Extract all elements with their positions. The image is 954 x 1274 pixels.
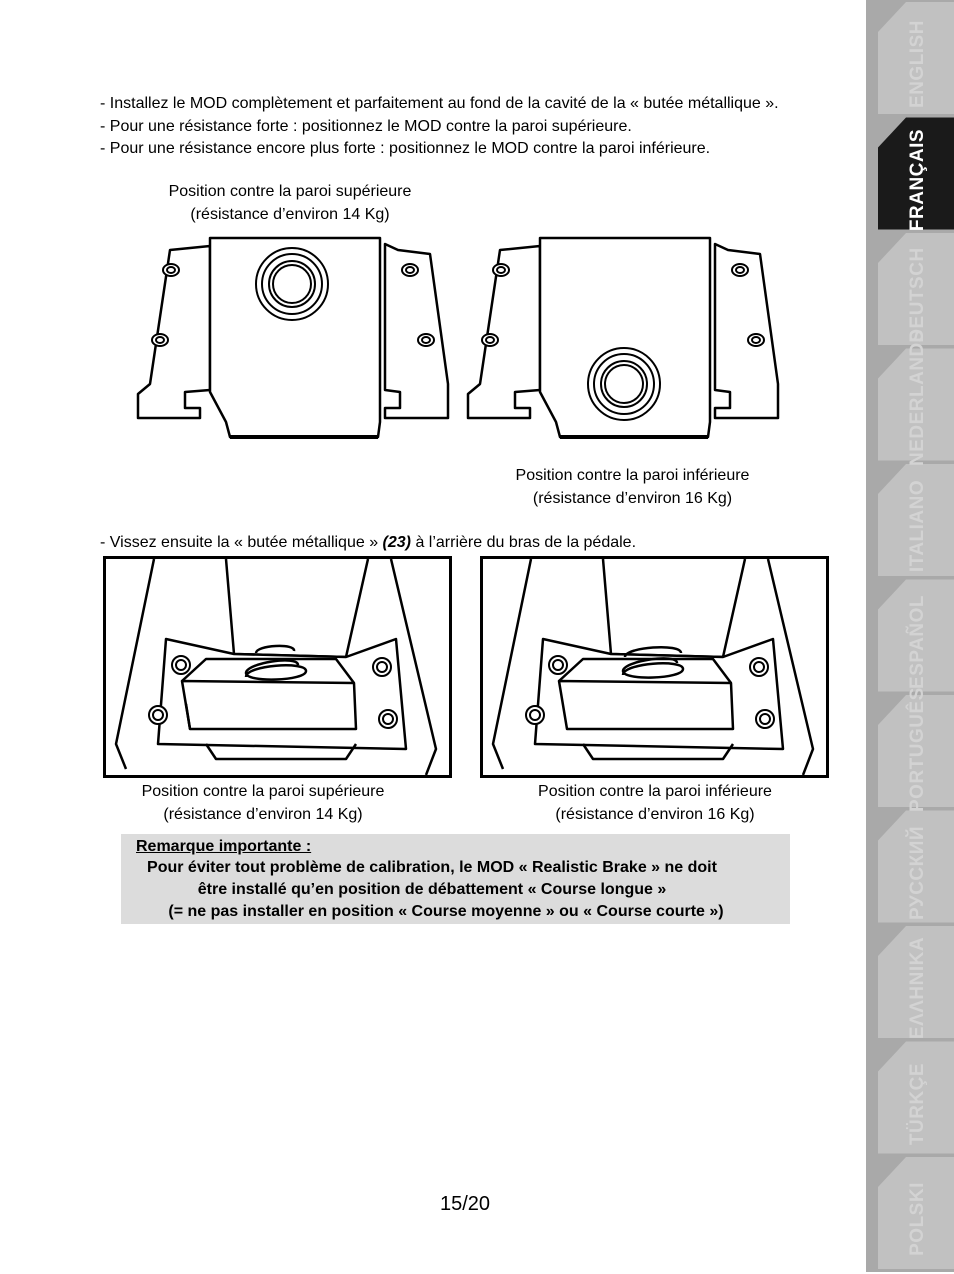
tab-shape: [878, 233, 954, 345]
tab-shape: [878, 1041, 954, 1154]
instruction-line: - Installez le MOD complètement et parfa…: [100, 95, 779, 112]
tab-shape: [878, 810, 954, 923]
caption-line: (résistance d’environ 16 Kg): [555, 806, 755, 823]
instruction-line: - Pour une résistance encore plus forte …: [100, 140, 711, 157]
tab-türkçe[interactable]: TÜRKÇE: [907, 1062, 928, 1145]
caption-line: (résistance d’environ 14 Kg): [163, 806, 363, 823]
tab-nederlands[interactable]: NEDERLANDS: [907, 328, 928, 466]
tab-español[interactable]: ESPAÑOL: [907, 594, 928, 689]
tab-shape: [878, 579, 954, 692]
tab-shape: [878, 926, 954, 1038]
tab-français[interactable]: FRANÇAIS: [907, 128, 928, 231]
tab-shape: [878, 1157, 954, 1269]
photo-upper-position: [103, 556, 452, 778]
caption-photo-lower: Position contre la paroi inférieure (rés…: [527, 780, 783, 826]
tab-italiano[interactable]: ITALIANO: [907, 479, 928, 573]
caption-line: Position contre la paroi inférieure: [515, 467, 750, 484]
photo-lower-position: [480, 556, 829, 778]
remark-line: (= ne pas installer en position « Course…: [168, 903, 724, 920]
instruction-line: - Pour une résistance forte : positionne…: [100, 117, 632, 135]
remark-line: être installé qu’en position de débattem…: [197, 881, 667, 898]
caption-line: (résistance d’environ 14 Kg): [190, 206, 390, 223]
tab-shape: [878, 464, 954, 576]
caption-line: Position contre la paroi inférieure: [538, 783, 772, 800]
tab-strip-shapes: [866, 0, 954, 1272]
tab-shape: [878, 117, 954, 230]
tab-shape: [878, 348, 954, 461]
tab-português[interactable]: PORTUGUÊS: [907, 687, 928, 812]
caption-line: (résistance d’environ 16 Kg): [532, 490, 733, 507]
caption-line: Position contre la paroi supérieure: [168, 183, 412, 200]
remark-title: Remarque importante :: [136, 838, 312, 855]
caption-photo-upper: Position contre la paroi supérieure (rés…: [133, 780, 393, 826]
bracket-diagram-upper: [136, 236, 450, 439]
vissez-text: à l’arrière du bras de la pédale.: [411, 534, 637, 551]
instructions: - Installez le MOD complètement et parfa…: [100, 93, 779, 161]
tab-english[interactable]: ENGLISH: [907, 20, 928, 108]
page-number: 15/20: [440, 1193, 491, 1215]
caption-lower-position: Position contre la paroi inférieure (rés…: [505, 464, 760, 510]
caption-line: Position contre la paroi supérieure: [141, 783, 385, 800]
tab-русский[interactable]: РУССКИЙ: [907, 825, 928, 920]
part-reference: (23): [382, 534, 411, 551]
caption-upper-position: Position contre la paroi supérieure (rés…: [160, 180, 420, 226]
tab-shape: [878, 695, 954, 807]
important-remark: Remarque importante : Pour éviter tout p…: [121, 834, 790, 924]
vissez-instruction: - Vissez ensuite la « butée métallique »…: [100, 532, 636, 554]
remark-line: Pour éviter tout problème de calibration…: [147, 859, 717, 876]
bracket-diagram-lower: [466, 236, 780, 439]
vissez-text: - Vissez ensuite la « butée métallique »: [100, 534, 383, 551]
tab-polski[interactable]: POLSKI: [907, 1182, 928, 1256]
tab-ελληνικα[interactable]: ΕΛΛΗΝΙΚΑ: [907, 936, 928, 1040]
tab-shape: [878, 2, 954, 114]
